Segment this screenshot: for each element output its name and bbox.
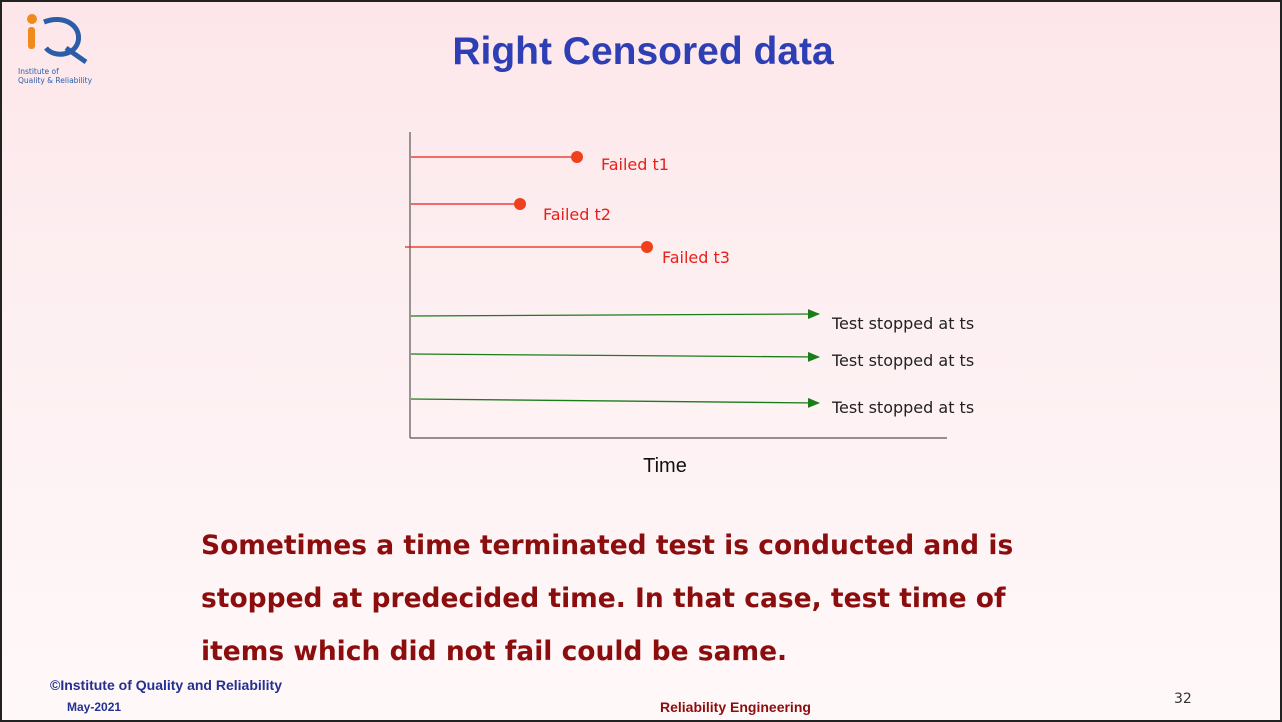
censored-label: Test stopped at ts bbox=[831, 351, 974, 370]
censored-label: Test stopped at ts bbox=[831, 398, 974, 417]
slide-title: Right Censored data bbox=[452, 30, 834, 73]
failure-label: Failed t2 bbox=[543, 205, 611, 224]
failure-label: Failed t1 bbox=[601, 155, 669, 174]
body-line-2: stopped at predecided time. In that case… bbox=[201, 583, 1006, 614]
censored-arrow bbox=[410, 351, 820, 362]
failure-point bbox=[641, 241, 653, 253]
footer-copyright: ©Institute of Quality and Reliability bbox=[50, 677, 283, 693]
censored-unit-1: Test stopped at ts bbox=[410, 309, 974, 333]
logo: Institute of Quality & Reliability bbox=[14, 12, 104, 92]
censored-arrow bbox=[410, 309, 820, 320]
censored-unit-2: Test stopped at ts bbox=[410, 351, 974, 370]
censored-arrow bbox=[410, 397, 820, 408]
logo-mark-icon bbox=[27, 14, 88, 65]
logo-org-line2: Quality & Reliability bbox=[18, 75, 93, 85]
censored-unit-3: Test stopped at ts bbox=[410, 397, 974, 417]
logo-org-line1: Institute of bbox=[18, 67, 59, 76]
failure-point bbox=[571, 151, 583, 163]
body-paragraph: Sometimes a time terminated test is cond… bbox=[201, 519, 1101, 678]
page-number: 32 bbox=[1174, 691, 1192, 707]
failure-t3: Failed t3 bbox=[405, 241, 730, 267]
censored-label: Test stopped at ts bbox=[831, 314, 974, 333]
failure-point bbox=[514, 198, 526, 210]
body-line-3: items which did not fail could be same. bbox=[201, 636, 788, 667]
failure-t1: Failed t1 bbox=[411, 151, 669, 174]
failure-t2: Failed t2 bbox=[411, 198, 611, 224]
time-axis-label: Time bbox=[643, 455, 687, 477]
body-line-1: Sometimes a time terminated test is cond… bbox=[201, 530, 1014, 561]
failure-label: Failed t3 bbox=[662, 248, 730, 267]
footer-date: May-2021 bbox=[67, 700, 122, 714]
logo-caption: Institute of Quality & Reliability bbox=[18, 67, 93, 85]
footer-course: Reliability Engineering bbox=[660, 699, 811, 715]
